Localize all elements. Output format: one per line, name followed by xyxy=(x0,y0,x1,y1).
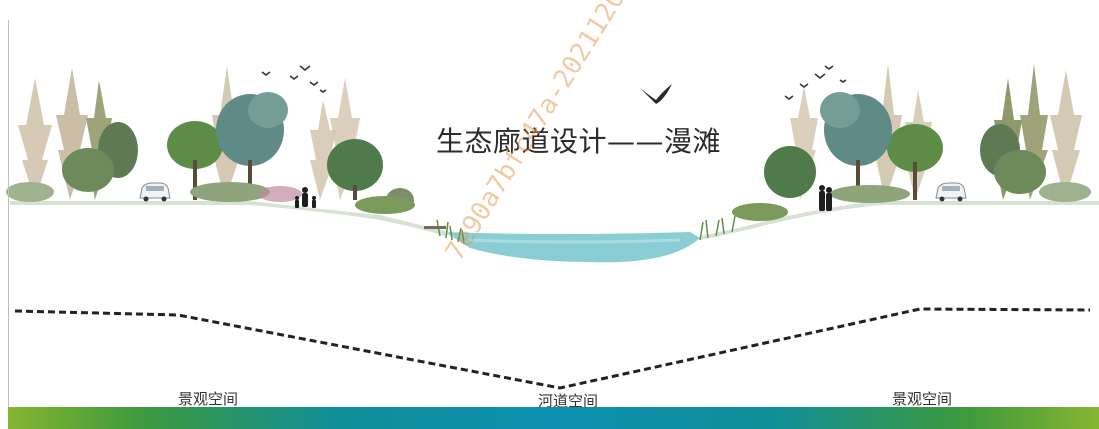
left-border-rule xyxy=(8,20,9,407)
right-tree-cluster xyxy=(732,64,1091,221)
zone-gradient-bar xyxy=(8,407,1099,429)
tree-icon xyxy=(820,92,860,128)
car-icon xyxy=(139,182,171,202)
left-tree-cluster xyxy=(6,66,415,214)
tree-icon xyxy=(18,78,52,200)
tree-icon xyxy=(62,148,114,192)
profile-dashed-line xyxy=(14,307,1091,390)
river-water xyxy=(445,232,700,263)
person-icon xyxy=(819,185,832,211)
zone-label-right: 景观空间 xyxy=(892,390,953,408)
bird-icon xyxy=(261,65,847,100)
river-water-highlight xyxy=(469,238,681,244)
tree-icon xyxy=(994,150,1046,194)
tree-icon xyxy=(327,139,383,191)
tree-icon xyxy=(167,121,223,169)
boardwalk xyxy=(424,226,446,229)
car-icon xyxy=(935,182,967,202)
diagram-title: 生态廊道设计——漫滩 xyxy=(436,125,722,158)
left-bank xyxy=(10,201,450,236)
reed-icon xyxy=(436,215,736,245)
tree-icon xyxy=(310,100,336,200)
right-bank xyxy=(700,201,1099,240)
zone-label-left: 景观空间 xyxy=(178,390,239,408)
tree-icon xyxy=(248,92,288,128)
person-icon xyxy=(295,187,316,208)
tree-icon xyxy=(764,146,816,198)
tree-icon xyxy=(887,124,943,172)
tree-icon xyxy=(1050,70,1082,200)
bird-icon xyxy=(640,84,672,104)
zone-label-middle: 河道空间 xyxy=(538,392,599,410)
